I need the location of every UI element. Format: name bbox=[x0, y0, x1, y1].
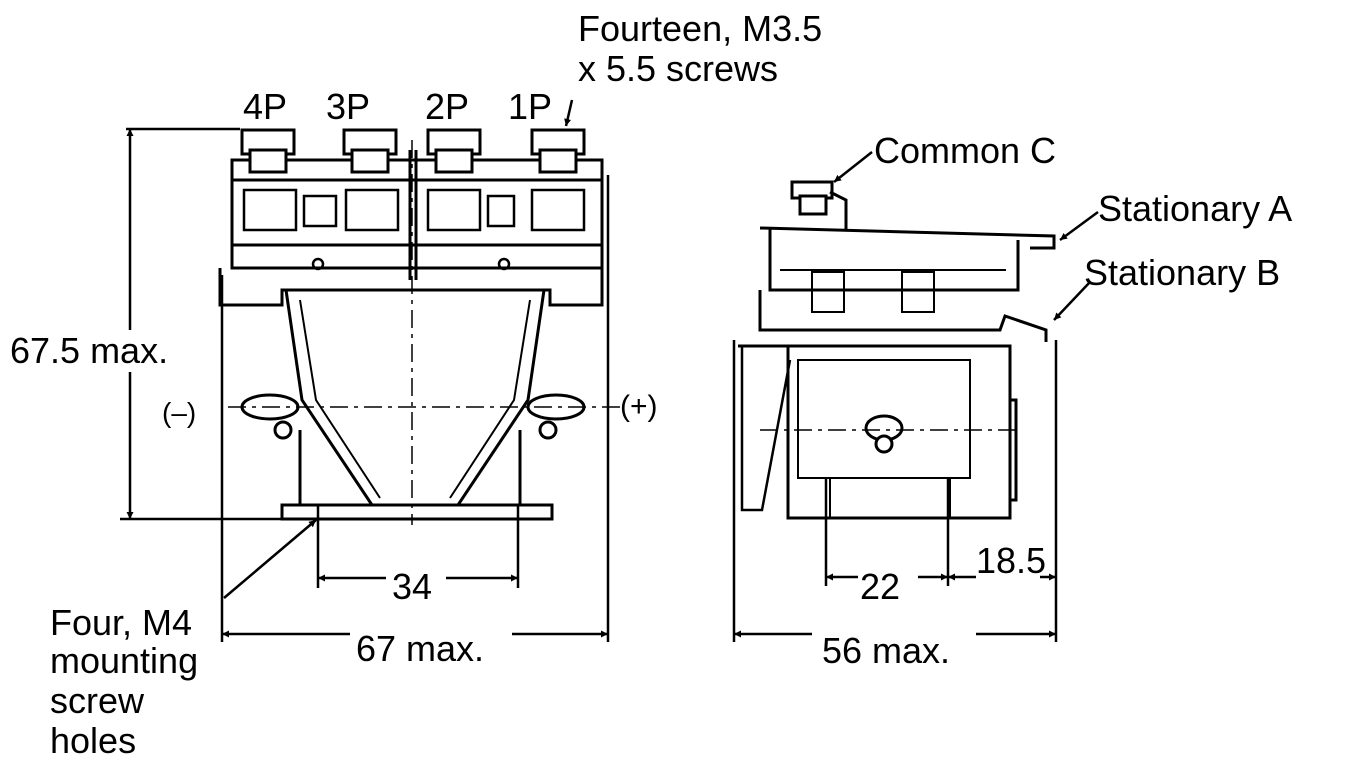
mounting-note-line1: Four, M4 bbox=[50, 602, 193, 643]
front-width-dimension: 67 max. bbox=[356, 628, 485, 669]
screw-note-line2: x 5.5 screws bbox=[578, 48, 779, 89]
mounting-note-line4: holes bbox=[50, 720, 137, 761]
pole-label-1p: 1P bbox=[508, 86, 553, 127]
front-dimension-lines bbox=[120, 99, 610, 642]
side-depth-dimension: 56 max. bbox=[822, 630, 951, 671]
pole-label-2p: 2P bbox=[425, 86, 470, 127]
common-c-label: Common C bbox=[874, 130, 1057, 171]
front-terminal-screws bbox=[240, 128, 586, 174]
height-dimension: 67.5 max. bbox=[6, 333, 173, 369]
front-coil-terminals bbox=[240, 393, 586, 440]
stationary-a-terminal bbox=[759, 226, 1056, 250]
side-view bbox=[738, 180, 1056, 520]
mounting-note-line2: mounting bbox=[50, 640, 199, 681]
pole-label-4p: 4P bbox=[243, 86, 288, 127]
screw-note-line1: Fourteen, M3.5 bbox=[578, 8, 823, 49]
mounting-note-line3: screw bbox=[50, 680, 145, 721]
front-contact-windows bbox=[242, 188, 586, 271]
side-offset-dimension: 18.5 bbox=[976, 540, 1047, 581]
stationary-b-label: Stationary B bbox=[1084, 252, 1281, 293]
stationary-b-terminal bbox=[758, 290, 1048, 342]
side-hole-pitch-dimension: 22 bbox=[860, 566, 901, 607]
stationary-a-label: Stationary A bbox=[1098, 188, 1293, 229]
front-view bbox=[218, 128, 620, 525]
front-coil bbox=[284, 289, 546, 507]
front-hole-pitch-dimension: 34 bbox=[392, 566, 433, 607]
coil-negative-label: (–) bbox=[162, 397, 197, 428]
front-mounting-base bbox=[280, 503, 554, 521]
pole-label-3p: 3P bbox=[326, 86, 371, 127]
coil-positive-label: (+) bbox=[620, 390, 658, 423]
side-dimension-lines bbox=[732, 151, 1099, 642]
common-terminal bbox=[790, 180, 848, 230]
